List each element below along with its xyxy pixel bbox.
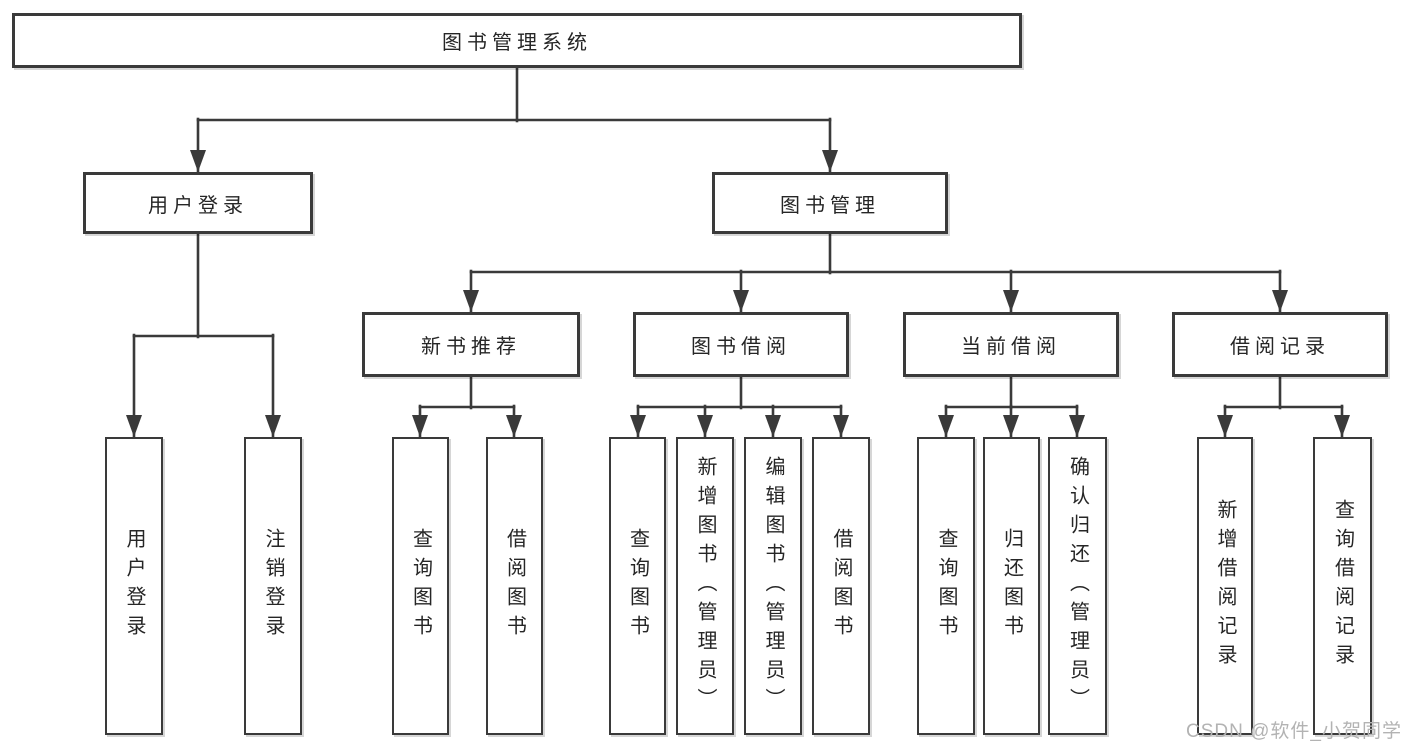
node-user-login: 用户登录 [83,172,313,234]
leaf-add-borrow-record-label: 新增借阅记录 [1214,499,1236,673]
leaf-user-login: 用户登录 [105,437,163,735]
leaf-query-books-1-label: 查询图书 [409,528,432,644]
leaf-add-book-admin: 新增图书（管理员） [676,437,734,735]
leaf-user-login-label: 用户登录 [123,528,145,644]
node-user-login-label: 用户登录 [148,194,248,217]
watermark: CSDN @软件_小贺同学 [1186,721,1402,742]
leaf-query-books-3: 查询图书 [917,437,975,735]
leaf-borrow-books-2-label: 借阅图书 [830,528,852,644]
leaf-edit-book-admin: 编辑图书（管理员） [744,437,802,735]
leaf-edit-book-admin-label: 编辑图书（管理员） [762,455,784,717]
node-borrow-records: 借阅记录 [1172,312,1388,377]
edges-book-borrow [630,375,849,438]
leaf-confirm-return-admin: 确认归还（管理员） [1048,437,1107,735]
node-book-borrow: 图书借阅 [633,312,849,377]
node-book-management-label: 图书管理 [780,194,880,217]
leaf-logout: 注销登录 [244,437,302,735]
node-root-label: 图书管理系统 [442,32,592,54]
edges-root [190,66,838,173]
edges-new-book-recommend [412,375,522,438]
leaf-query-books-2-label: 查询图书 [626,528,649,644]
node-current-borrow: 当前借阅 [903,312,1119,377]
leaf-return-book: 归还图书 [983,437,1040,735]
leaf-query-books-1: 查询图书 [392,437,449,735]
node-current-borrow-label: 当前借阅 [961,336,1061,358]
edges-borrow-records [1217,375,1350,438]
edges-user-login [126,232,281,438]
node-borrow-records-label: 借阅记录 [1230,336,1330,358]
leaf-query-books-2: 查询图书 [609,437,666,735]
edges-book-management [463,231,1288,313]
node-new-book-recommend-label: 新书推荐 [421,336,521,358]
leaf-borrow-books-1: 借阅图书 [486,437,543,735]
leaf-return-book-label: 归还图书 [1000,528,1023,644]
leaf-add-borrow-record: 新增借阅记录 [1197,437,1253,735]
leaf-borrow-books-2: 借阅图书 [812,437,870,735]
leaf-query-books-3-label: 查询图书 [935,528,957,644]
leaf-confirm-return-admin-label: 确认归还（管理员） [1066,455,1089,717]
leaf-borrow-books-1-label: 借阅图书 [503,528,526,644]
leaf-add-book-admin-label: 新增图书（管理员） [694,455,716,717]
node-root: 图书管理系统 [12,13,1022,68]
leaf-logout-label: 注销登录 [262,528,284,644]
leaf-query-borrow-record-label: 查询借阅记录 [1331,499,1354,673]
node-book-management: 图书管理 [712,172,948,234]
leaf-query-borrow-record: 查询借阅记录 [1313,437,1372,735]
node-book-borrow-label: 图书借阅 [691,336,791,358]
edges-current-borrow [938,375,1085,438]
node-new-book-recommend: 新书推荐 [362,312,580,377]
